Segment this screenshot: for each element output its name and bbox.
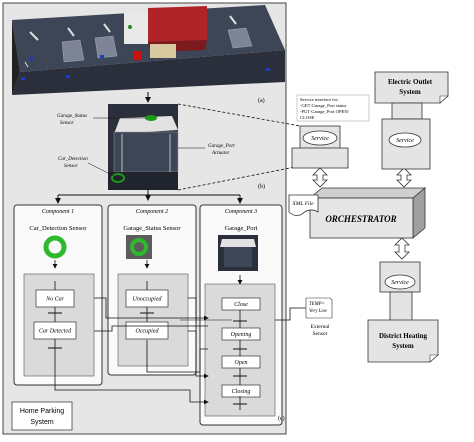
panel-b-label: (b) [258,183,265,190]
state-box [221,355,261,369]
state-label: Unoccupied [133,297,163,303]
electric-service-label[interactable]: Service [396,138,414,144]
home-parking-label-box [11,401,73,431]
xml-file-label: XML File [291,201,314,207]
service-interface-note [296,94,370,122]
state-box [221,384,261,398]
district-heating-system [367,261,439,363]
orchestrator-box [308,187,427,239]
double-arrows [312,167,412,260]
temp-note-text: TEMP=Very Low [309,302,328,314]
state-label: Occupied [136,329,160,335]
component-name: Garage_Port [225,225,258,232]
state-box [221,327,261,341]
garage-service-box [291,125,349,169]
component-name: Car_Detection Sensor [29,225,87,232]
state-label: Closing [232,389,251,395]
orchestrator-label: ORCHESTRATOR [325,214,396,224]
panel-a-label: (a) [258,97,265,104]
state-label: Car Detected [39,329,72,335]
state-label: No Car [45,297,65,303]
state-box [221,297,261,311]
component-title: Component 3 [225,209,257,215]
component-title: Component 2 [136,209,168,215]
xml-file-icon [288,194,319,216]
electric-outlet-system [374,71,449,170]
panel-b-garage-closeup [108,104,179,190]
state-label: Open [235,360,248,366]
service-interface-text: Service interface for: -GET Garage_Port … [300,97,350,120]
state-label: Opening [231,332,252,338]
component-name: Garage_Status Sensor [123,225,181,232]
heating-service-label[interactable]: Service [391,280,409,286]
garage-service-label[interactable]: Service [311,136,329,142]
panel-a-parking-scene [12,5,285,95]
state-machines: Component 1 Car_Detection Sensor No CarCar… [29,209,261,398]
component-title: Component 1 [42,209,74,215]
temp-note [305,297,333,319]
panel-c-label: (c) [278,415,285,422]
state-label: Close [234,302,248,308]
